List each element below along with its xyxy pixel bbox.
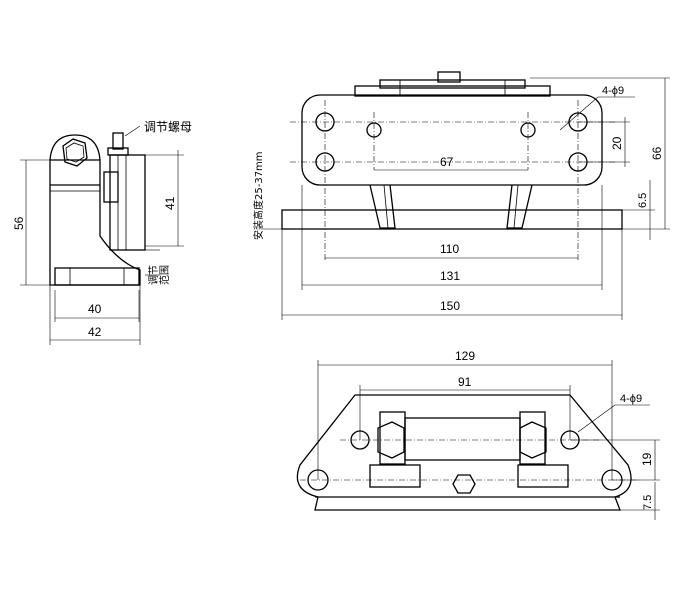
dim-19: 19 (640, 452, 654, 466)
center-nut-icon (452, 474, 476, 494)
hex-nut-icon (377, 421, 405, 459)
dim-91: 91 (458, 375, 472, 389)
dim-41: 41 (163, 196, 177, 210)
dim-129: 129 (455, 349, 475, 363)
install-height-label: 安装高度25-37mm (252, 151, 265, 240)
top-view: 129 91 4-ϕ9 19 7.5 (296, 349, 660, 520)
dim-6-5: 6.5 (637, 193, 649, 208)
dim-66: 66 (650, 146, 664, 160)
dim-42: 42 (88, 325, 102, 339)
dim-40: 40 (88, 302, 102, 316)
adjust-bolt-icon (112, 132, 124, 150)
adjust-nut-label: 调节螺母 (144, 120, 192, 134)
adjust-range-label-2: 范围 (158, 265, 171, 285)
dim-7-5: 7.5 (642, 495, 654, 510)
dim-20: 20 (610, 136, 624, 150)
hex-nut-icon (62, 138, 88, 167)
dim-131: 131 (440, 269, 460, 283)
dim-110: 110 (440, 242, 459, 256)
holes-label-front: 4-ϕ9 (602, 85, 624, 97)
dim-67: 67 (440, 155, 454, 169)
dim-56: 56 (12, 216, 26, 230)
holes-label-top: 4-ϕ9 (620, 393, 642, 405)
dim-150: 150 (440, 299, 460, 313)
top-bolt-icon (437, 71, 461, 83)
adjust-range-label-1: 调节 (148, 265, 160, 285)
side-view: 调节螺母 56 41 调节 范围 40 42 (12, 120, 192, 345)
hex-nut-icon (519, 421, 547, 459)
front-view: 67 4-ϕ9 20 66 6.5 安装高度25-37mm 110 (252, 71, 670, 320)
